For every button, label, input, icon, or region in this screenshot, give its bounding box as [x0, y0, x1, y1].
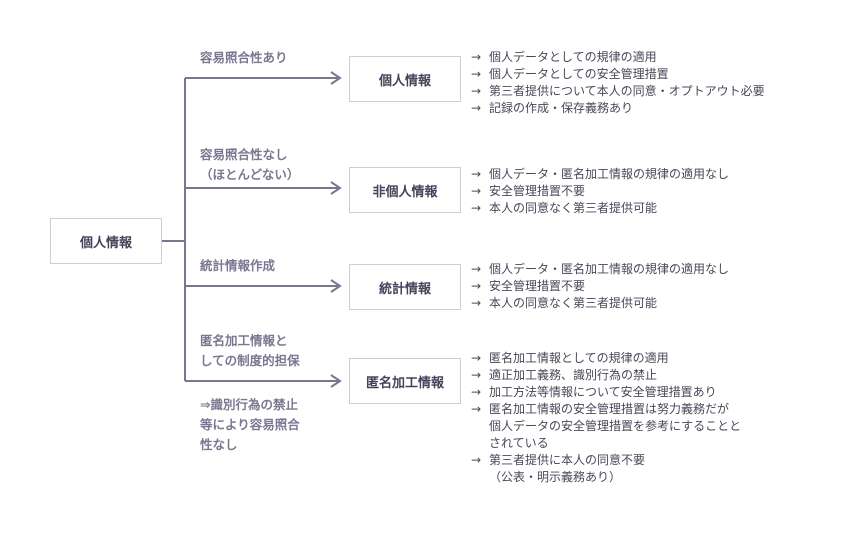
note-item: → 個人データとしての安全管理措置 [471, 66, 765, 83]
root-label: 個人情報 [79, 235, 132, 251]
result-label: 匿名加工情報 [365, 375, 444, 391]
note-item: → 適正加工義務、識別行為の禁止 [471, 367, 741, 384]
note-text: 安全管理措置不要 [489, 279, 586, 293]
condition-line: しての制度的担保 [200, 353, 300, 368]
condition-label-4: 匿名加工情報と しての制度的担保 [200, 331, 300, 371]
notes-list-2: → 個人データ・匿名加工情報の規律の適用なし → 安全管理措置不要 → 本人の同意なく… [471, 166, 729, 217]
condition-line: 匿名加工情報と [200, 333, 288, 348]
right-arrow-icon: → [471, 67, 482, 81]
condition-line: 等により容易照合 [200, 417, 300, 432]
right-arrow-icon: → [471, 279, 482, 293]
note-text: （公表・明示義務あり） [489, 470, 622, 484]
condition-label-1: 容易照合性あり [200, 48, 288, 68]
note-text: 適正加工義務、識別行為の禁止 [489, 368, 658, 382]
note-text: 個人データ・匿名加工情報の規律の適用なし [489, 167, 730, 181]
right-arrow-icon: → [471, 351, 482, 365]
note-item: → 本人の同意なく第三者提供可能 [471, 295, 729, 312]
condition-line: 統計情報作成 [200, 258, 276, 273]
note-item: → 記録の作成・保存義務あり [471, 100, 765, 117]
condition-line: 容易照合性あり [200, 50, 288, 65]
note-text: されている [489, 436, 549, 450]
result-label: 非個人情報 [372, 184, 438, 200]
note-item: → 安全管理措置不要 [471, 183, 729, 200]
right-arrow-icon: → [471, 184, 482, 198]
note-item: → 個人データ・匿名加工情報の規律の適用なし [471, 261, 729, 278]
condition-line: 容易照合性なし [200, 147, 288, 162]
right-arrow-icon: → [471, 101, 482, 115]
right-arrow-icon: → [471, 368, 482, 382]
arrowhead-2 [330, 181, 342, 195]
right-arrow-icon: → [471, 50, 482, 64]
note-text: 安全管理措置不要 [489, 184, 586, 198]
note-text: 個人データとしての安全管理措置 [489, 67, 669, 81]
condition-label-2: 容易照合性なし （ほとんどない） [200, 145, 299, 185]
result-box-4: 匿名加工情報 [349, 358, 461, 404]
right-arrow-icon: → [471, 385, 482, 399]
arrowhead-4 [330, 374, 342, 388]
note-item: → 第三者提供について本人の同意・オプトアウト必要 [471, 83, 765, 100]
note-text: 第三者提供に本人の同意不要 [489, 453, 646, 467]
note-text: 記録の作成・保存義務あり [489, 101, 634, 115]
result-label: 個人情報 [378, 73, 431, 89]
condition-line: ⇒識別行為の禁止 [200, 397, 298, 412]
notes-list-3: → 個人データ・匿名加工情報の規律の適用なし → 安全管理措置不要 → 本人の同意なく… [471, 261, 729, 312]
condition-label-3: 統計情報作成 [200, 256, 275, 276]
note-text: 加工方法等情報について安全管理措置あり [489, 385, 717, 399]
notes-list-1: → 個人データとしての規律の適用 → 個人データとしての安全管理措置 → 第三者提供に… [471, 49, 765, 117]
arrowhead-3 [330, 279, 342, 293]
note-text: 第三者提供について本人の同意・オプトアウト必要 [489, 84, 765, 98]
sub-condition-label-4: ⇒識別行為の禁止 等により容易照合 性なし [200, 395, 300, 455]
right-arrow-icon: → [471, 453, 482, 467]
note-text: 個人データとしての規律の適用 [489, 50, 657, 64]
condition-line: 性なし [200, 437, 238, 452]
note-text: 匿名加工情報としての規律の適用 [489, 351, 669, 365]
note-item: → 匿名加工情報の安全管理措置は努力義務だが個人データの安全管理措置を参考にするこ… [471, 401, 741, 452]
notes-list-4: → 匿名加工情報としての規律の適用 → 適正加工義務、識別行為の禁止 → 加工方法等情… [471, 350, 741, 486]
note-text: 匿名加工情報の安全管理措置は努力義務だが [489, 402, 730, 416]
note-item: → 匿名加工情報としての規律の適用 [471, 350, 741, 367]
right-arrow-icon: → [471, 262, 482, 276]
note-text: 本人の同意なく第三者提供可能 [489, 296, 658, 310]
right-arrow-icon: → [471, 201, 482, 215]
note-item: → 安全管理措置不要 [471, 278, 729, 295]
arrowhead-1 [330, 71, 342, 85]
right-arrow-icon: → [471, 402, 482, 416]
result-box-3: 統計情報 [349, 264, 461, 310]
right-arrow-icon: → [471, 84, 482, 98]
right-arrow-icon: → [471, 167, 482, 181]
result-box-2: 非個人情報 [349, 167, 461, 213]
note-item: → 第三者提供に本人の同意不要 （公表・明示義務あり） [471, 452, 741, 486]
note-text: 個人データ・匿名加工情報の規律の適用なし [489, 262, 730, 276]
note-item: → 個人データとしての規律の適用 [471, 49, 765, 66]
note-text: 個人データの安全管理措置を参考にすることと [489, 419, 742, 433]
note-item: → 加工方法等情報について安全管理措置あり [471, 384, 741, 401]
condition-line: （ほとんどない） [200, 167, 300, 182]
note-text: 本人の同意なく第三者提供可能 [489, 201, 658, 215]
note-item: → 本人の同意なく第三者提供可能 [471, 200, 729, 217]
root-box: 個人情報 [50, 218, 162, 264]
note-item: → 個人データ・匿名加工情報の規律の適用なし [471, 166, 729, 183]
result-box-1: 個人情報 [349, 56, 461, 102]
right-arrow-icon: → [471, 296, 482, 310]
result-label: 統計情報 [378, 281, 431, 297]
